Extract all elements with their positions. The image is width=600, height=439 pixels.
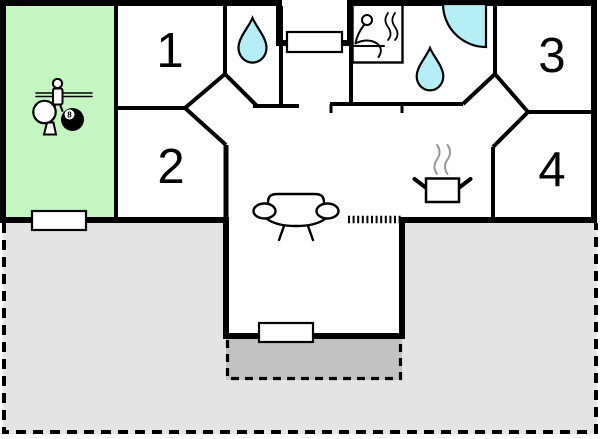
terrace-dashed-border bbox=[2, 223, 598, 434]
room-4-label: 4 bbox=[538, 143, 565, 197]
steam-icon bbox=[443, 144, 452, 175]
eight-ball-icon: 8 bbox=[61, 108, 84, 131]
room-2-label: 2 bbox=[157, 140, 184, 194]
activity-room-floor bbox=[6, 6, 116, 217]
room-1-label: 1 bbox=[156, 24, 183, 78]
window-living-room bbox=[257, 321, 315, 344]
terrace bbox=[3, 222, 597, 434]
eight-ball-number: 8 bbox=[67, 111, 72, 120]
table-football-player-icon bbox=[35, 77, 93, 112]
sauna-cabin bbox=[351, 3, 404, 64]
steam-icon bbox=[433, 144, 441, 175]
patio bbox=[226, 338, 402, 380]
sauna-person-icon bbox=[351, 12, 399, 58]
patio-dashed-border bbox=[225, 340, 403, 381]
shower-icon bbox=[441, 2, 488, 49]
interior-walls bbox=[114, 6, 594, 222]
window-activity-room bbox=[30, 209, 88, 232]
cooking-pot-icon bbox=[412, 144, 473, 204]
room-3-label: 3 bbox=[538, 29, 565, 83]
steam-icon bbox=[384, 12, 399, 41]
table-tennis-paddle-icon bbox=[32, 99, 58, 136]
sofa-icon bbox=[252, 192, 340, 242]
entry-door bbox=[285, 30, 344, 54]
water-drop-icon bbox=[237, 15, 268, 64]
water-drop-icon bbox=[415, 45, 445, 92]
